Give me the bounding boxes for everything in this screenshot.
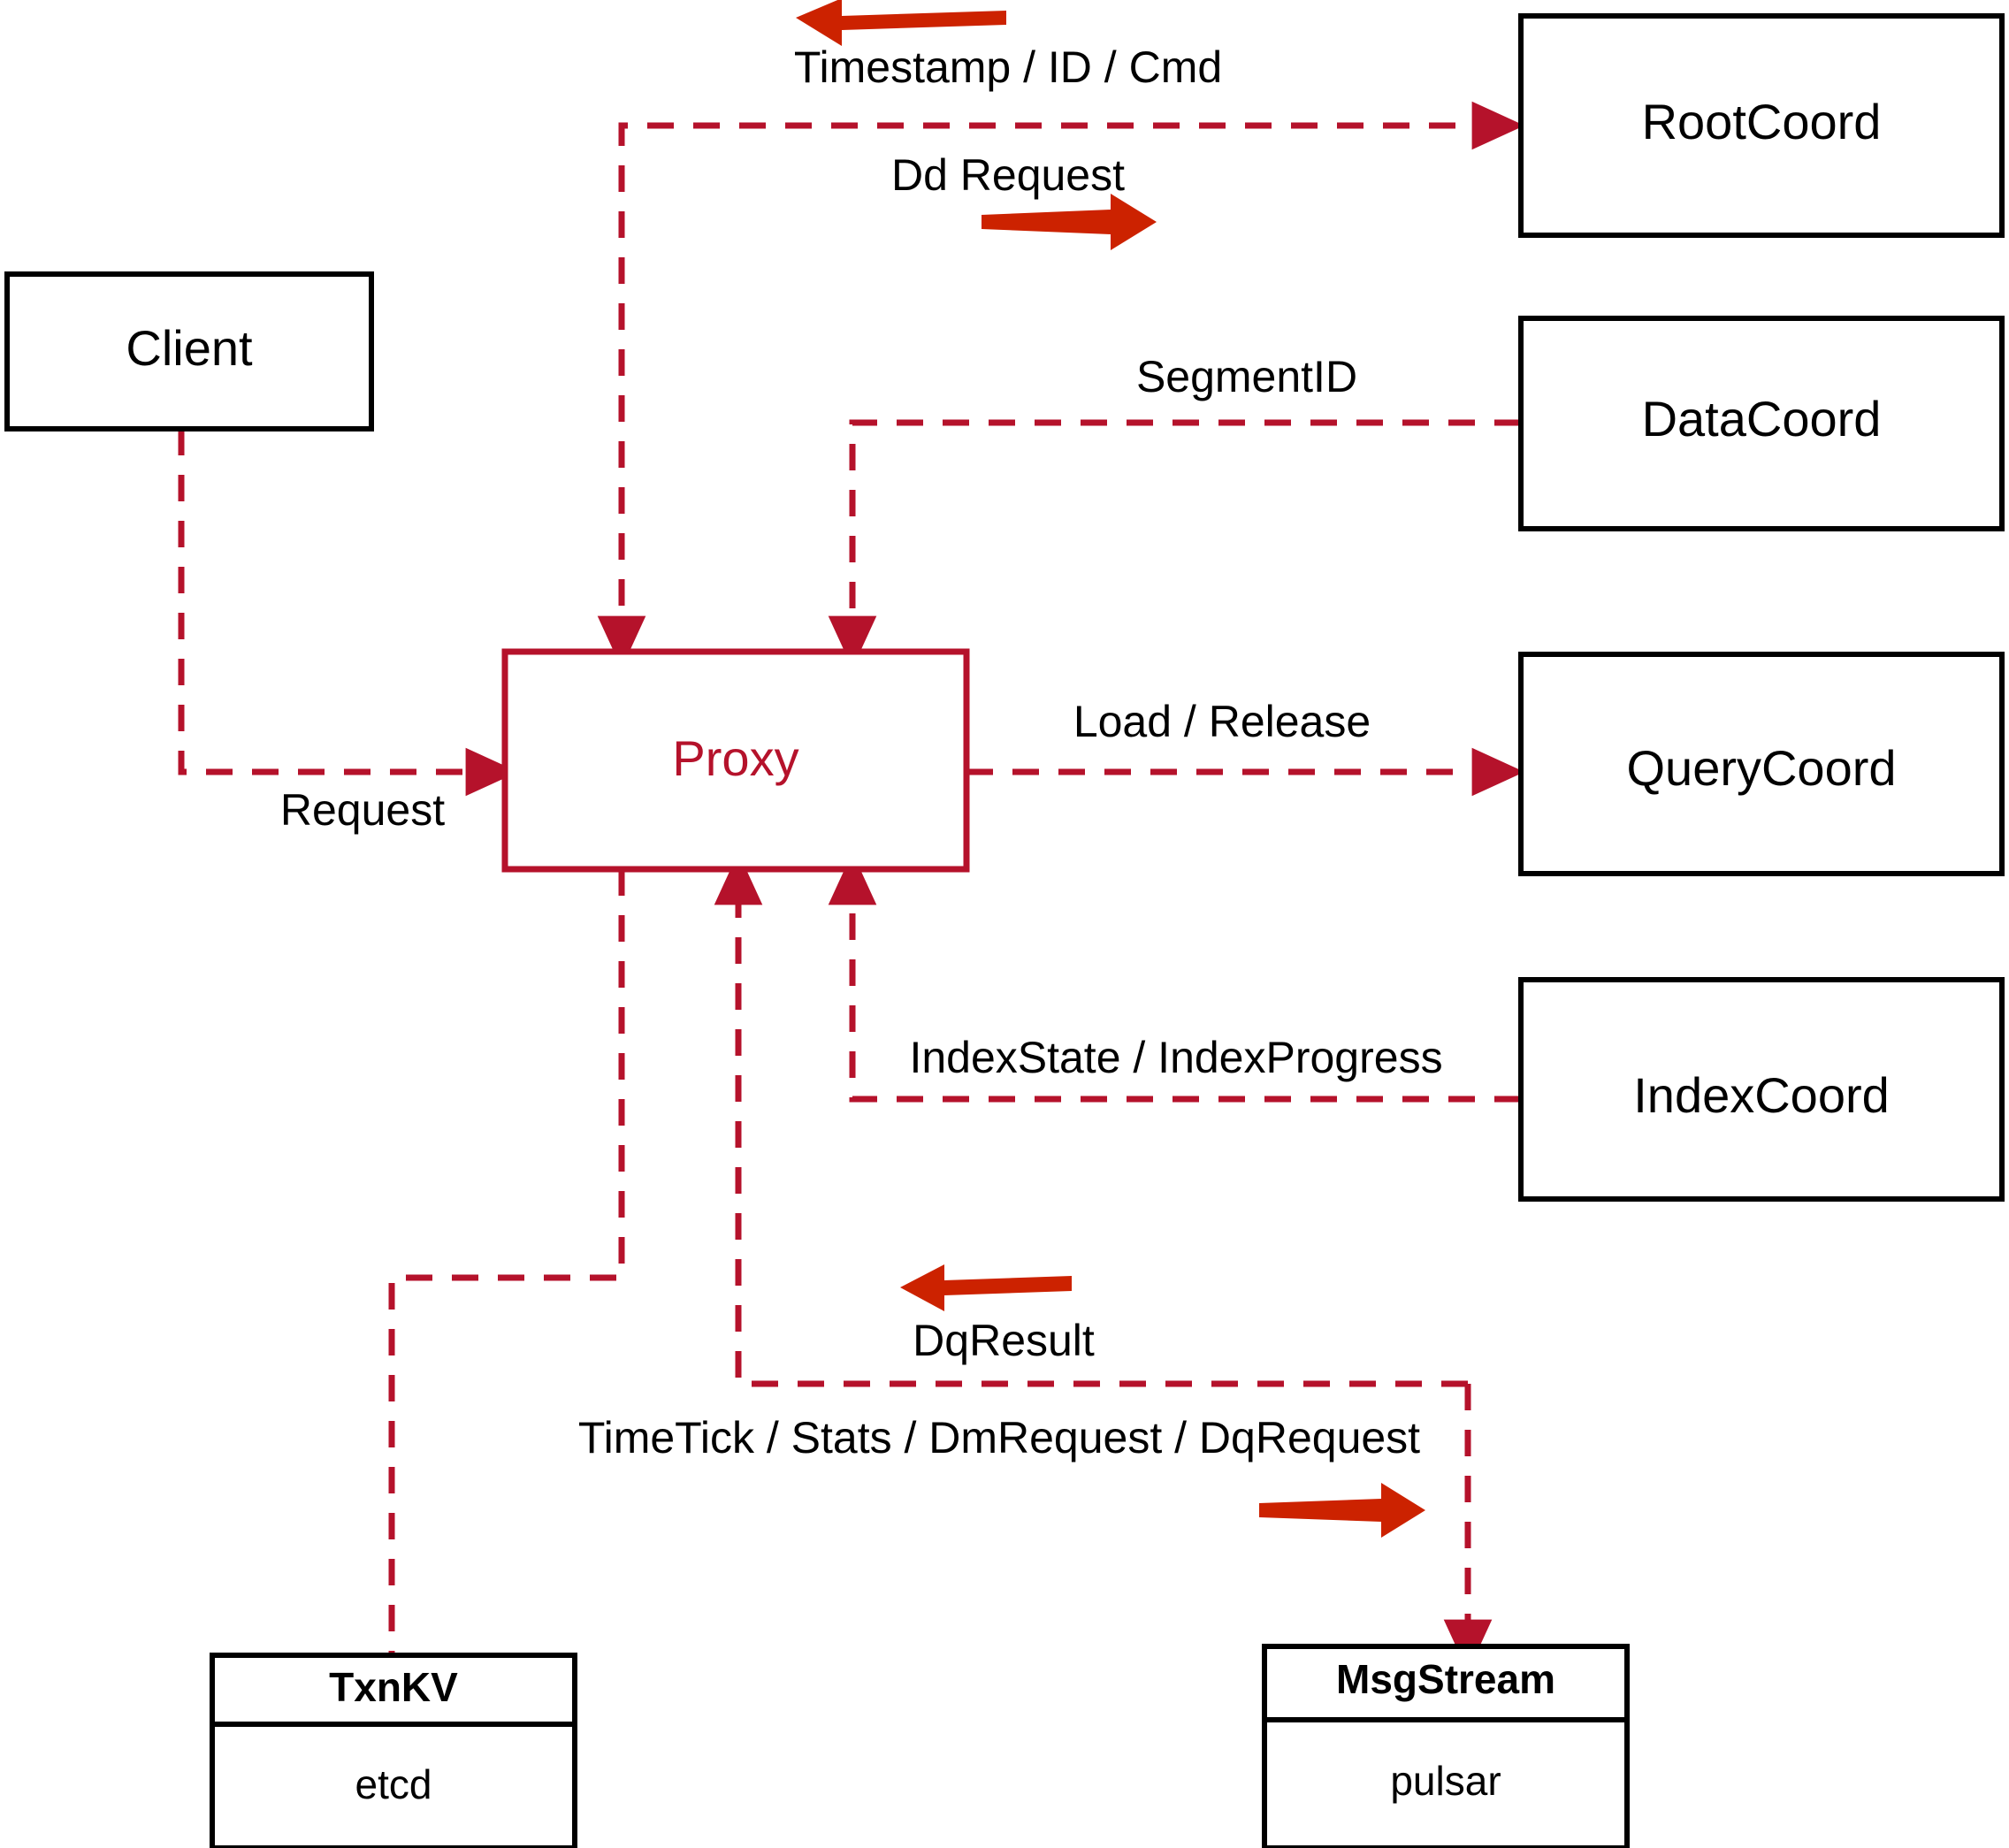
node-rootcoord-label: RootCoord: [1642, 94, 1882, 149]
edge-label-timetick-stats: TimeTick / Stats / DmRequest / DqRequest: [578, 1413, 1420, 1462]
edge-label-request: Request: [280, 785, 445, 835]
node-txnkv-impl: etcd: [355, 1761, 432, 1807]
node-proxy[interactable]: Proxy: [501, 648, 970, 873]
node-datacoord-label: DataCoord: [1642, 391, 1882, 447]
direction-arrow-right-ddrequest: [982, 194, 1157, 250]
node-indexcoord-label: IndexCoord: [1633, 1067, 1890, 1123]
edge-label-segment-id: SegmentID: [1136, 352, 1357, 401]
node-client[interactable]: Client: [4, 271, 374, 431]
direction-arrow-right-timetick: [1259, 1483, 1425, 1538]
edge-label-dd-request: Dd Request: [891, 150, 1125, 200]
direction-arrow-left-timestamp: [796, 0, 1006, 46]
node-rootcoord[interactable]: RootCoord: [1518, 13, 2005, 238]
node-msgstream[interactable]: MsgStream pulsar: [1262, 1644, 1630, 1848]
edge-msgstream-to-proxy: [714, 851, 1468, 1387]
edge-proxy-to-rootcoord: [597, 101, 1525, 669]
edge-client-to-proxy: [178, 429, 519, 797]
edge-label-timestamp-id-cmd: Timestamp / ID / Cmd: [794, 42, 1222, 92]
edge-label-dq-result: DqResult: [913, 1316, 1095, 1365]
edge-datacoord-to-proxy: [828, 419, 1521, 669]
edge-indexcoord-to-proxy: [828, 851, 1521, 1103]
direction-arrow-left-dqresult: [900, 1264, 1072, 1311]
node-querycoord[interactable]: QueryCoord: [1518, 652, 2005, 876]
edge-label-index-state-progress: IndexState / IndexProgress: [909, 1033, 1442, 1082]
node-proxy-label: Proxy: [672, 730, 798, 786]
node-datacoord[interactable]: DataCoord: [1518, 316, 2005, 531]
node-txnkv-label: TxnKV: [329, 1664, 458, 1710]
edge-proxy-to-txnkv: [388, 869, 625, 1655]
node-txnkv[interactable]: TxnKV etcd: [210, 1653, 577, 1848]
node-msgstream-impl: pulsar: [1390, 1758, 1501, 1804]
node-msgstream-label: MsgStream: [1336, 1656, 1555, 1702]
edge-label-load-release: Load / Release: [1073, 697, 1371, 746]
node-client-label: Client: [126, 320, 253, 376]
node-querycoord-label: QueryCoord: [1626, 740, 1896, 796]
node-indexcoord[interactable]: IndexCoord: [1518, 977, 2005, 1202]
